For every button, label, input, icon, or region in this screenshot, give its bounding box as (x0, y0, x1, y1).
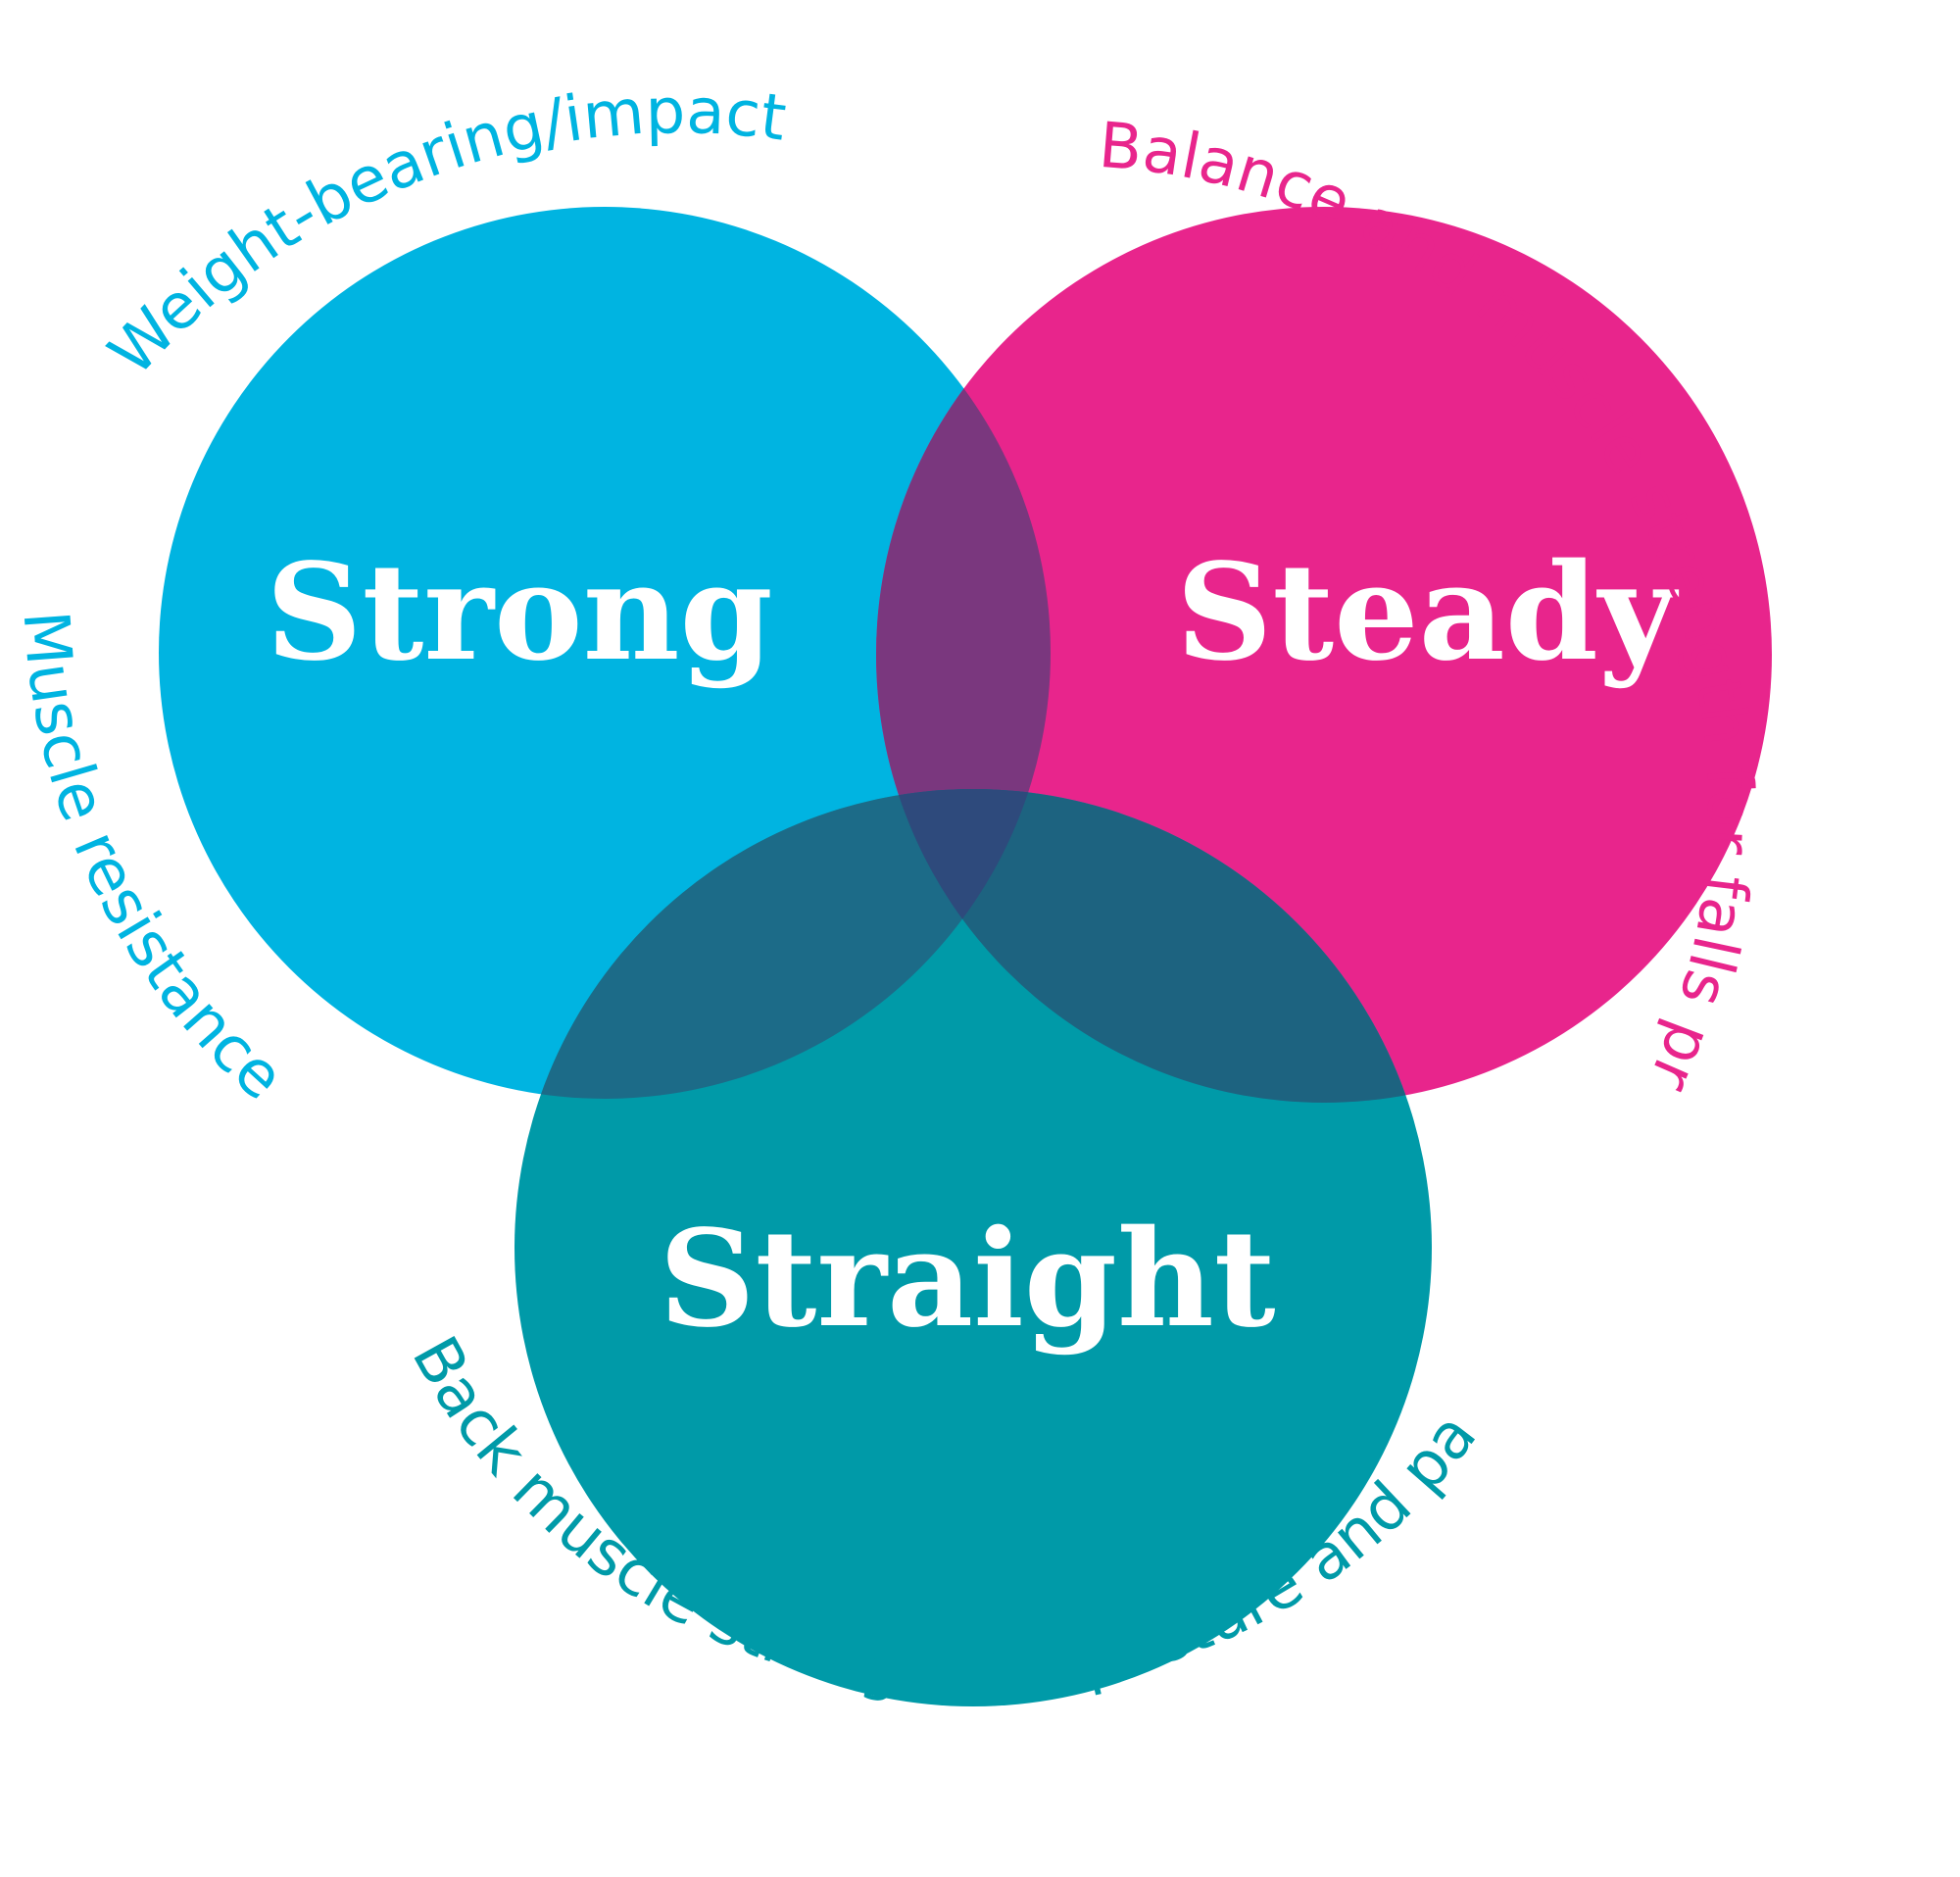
steady-straight-overlap (876, 789, 1432, 1103)
strong-straight-overlap (514, 789, 1051, 1099)
straight-label: Straight (659, 1201, 1275, 1358)
steady-label: Steady (1176, 534, 1680, 691)
strong-label: Strong (266, 534, 772, 691)
